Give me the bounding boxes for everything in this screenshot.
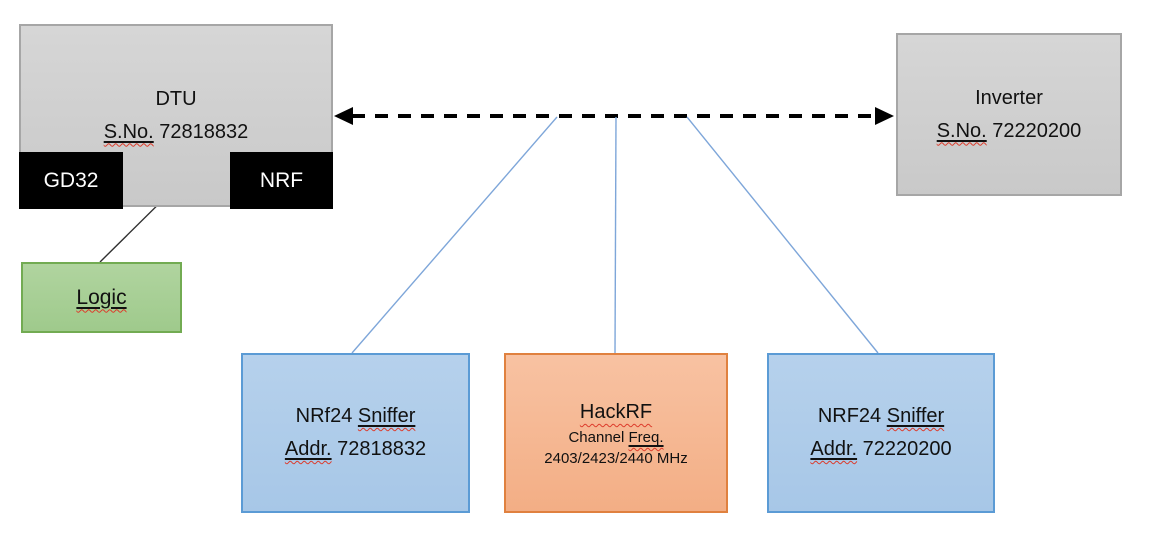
inverter-serial-label-wrap: S.No.: [937, 120, 987, 142]
sniffer2-box: NRF24 Sniffer Addr. 72220200: [767, 353, 995, 513]
inverter-title: Inverter: [975, 82, 1043, 115]
dtu-serial-value: 72818832: [159, 120, 249, 143]
hackrf-title: HackRF: [580, 397, 652, 427]
hackrf-frequencies: 2403/2423/2440 MHz: [544, 448, 687, 469]
sniffer1-addr-value: 72818832: [337, 438, 427, 460]
sniffer2-name-prefix: NRF24: [817, 405, 882, 427]
hackrf-tap-line: [614, 116, 617, 354]
logic-box: Logic: [21, 262, 182, 333]
inverter-box: Inverter S.No. 72220200: [896, 33, 1122, 196]
sniffer1-name-underlined: Sniffer: [357, 405, 416, 427]
dtu-title: DTU: [155, 83, 196, 116]
hackrf-freq-label: Channel Freq.: [568, 427, 663, 448]
sniffer1-addr: Addr. 72818832: [285, 433, 426, 466]
sniffer2-addr-label-wrap: Addr.: [810, 438, 857, 460]
inverter-serial: S.No. 72220200: [937, 115, 1082, 148]
sniffer2-addr-value: 72220200: [862, 438, 952, 460]
sniffer2-addr-label: Addr.: [810, 438, 858, 460]
inverter-serial-label: S.No.: [936, 119, 987, 142]
sniffer1-name: NRf24 Sniffer: [296, 400, 416, 433]
hackrf-frequencies-text: 2403/2423/2440 MHz: [544, 450, 688, 467]
rf-link-right-arrowhead-icon: [875, 107, 894, 125]
gd32-box: GD32: [19, 152, 123, 209]
dtu-serial-label: S.No.: [103, 120, 154, 143]
nrf-box: NRF: [230, 152, 333, 209]
hackrf-freq-label-plain: Channel: [568, 429, 625, 446]
sniffer1-name-wrap: Sniffer: [358, 405, 415, 427]
hackrf-title-text: HackRF: [579, 401, 653, 423]
hackrf-freq-label-underlined: Freq.: [628, 429, 664, 446]
hackrf-box: HackRF Channel Freq. 2403/2423/2440 MHz: [504, 353, 728, 513]
gd32-label: GD32: [43, 168, 99, 192]
sniffer1-name-prefix: NRf24: [295, 405, 353, 427]
inverter-serial-value: 72220200: [992, 119, 1082, 142]
hackrf-freq-label-wrap: Freq.: [629, 429, 664, 446]
logic-label: Logic: [76, 285, 127, 309]
sniffer2-name: NRF24 Sniffer: [818, 400, 944, 433]
sniffer2-name-wrap: Sniffer: [887, 405, 944, 427]
sniffer1-tap-line: [351, 116, 558, 354]
dtu-serial-label-wrap: S.No.: [104, 121, 154, 143]
sniffer2-tap-line: [686, 116, 879, 354]
logic-label-wrap: Logic: [76, 286, 126, 310]
sniffer1-box: NRf24 Sniffer Addr. 72818832: [241, 353, 470, 513]
rf-link-left-arrowhead-icon: [334, 107, 353, 125]
dtu-serial: S.No. 72818832: [104, 116, 249, 149]
sniffer2-addr: Addr. 72220200: [810, 433, 951, 466]
sniffer1-addr-label: Addr.: [284, 438, 332, 460]
dtu-title-text: DTU: [155, 87, 197, 110]
nrf-label: NRF: [259, 168, 304, 192]
sniffer2-name-underlined: Sniffer: [886, 405, 945, 427]
sniffer1-addr-label-wrap: Addr.: [285, 438, 332, 460]
inverter-title-text: Inverter: [975, 86, 1043, 109]
